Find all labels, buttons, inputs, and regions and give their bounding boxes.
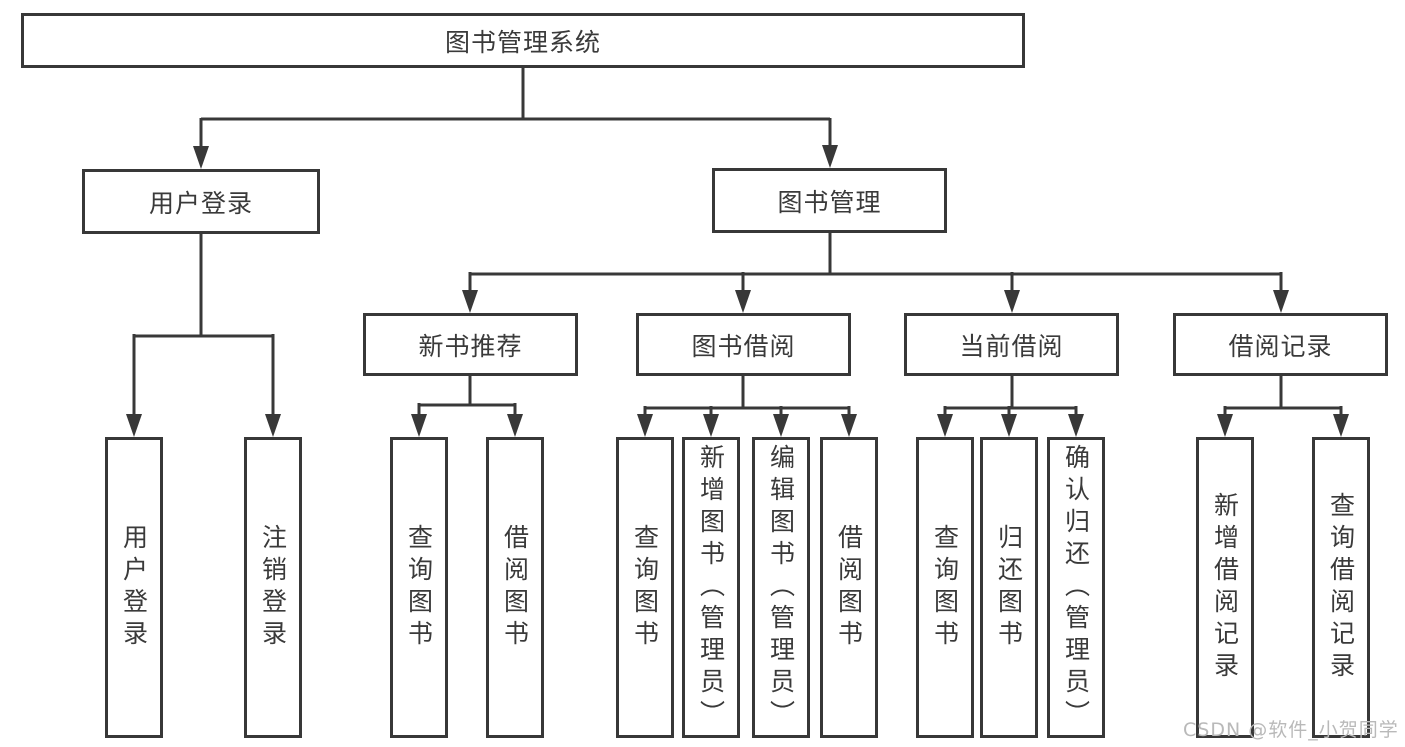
leaf-current-confirm-return-admin: 确认归还（管理员） [1047, 437, 1105, 738]
leaf-current-query-books: 查询图书 [916, 437, 974, 738]
leaf-borrow-add-books-admin: 新增图书（管理员） [682, 437, 740, 738]
leaf-recommend-borrow-books: 借阅图书 [486, 437, 544, 738]
node-user-login: 用户登录 [82, 169, 320, 234]
node-new-book-recommendation: 新书推荐 [363, 313, 578, 376]
leaf-borrow-borrow-books: 借阅图书 [820, 437, 878, 738]
node-book-management: 图书管理 [712, 168, 947, 233]
leaf-records-add-borrow-record: 新增借阅记录 [1196, 437, 1254, 738]
node-book-borrowing: 图书借阅 [636, 313, 851, 376]
leaf-records-query-borrow-record: 查询借阅记录 [1312, 437, 1370, 738]
leaf-borrow-edit-books-admin: 编辑图书（管理员） [752, 437, 810, 738]
leaf-logout: 注销登录 [244, 437, 302, 738]
node-current-borrowing: 当前借阅 [904, 313, 1119, 376]
node-borrowing-records: 借阅记录 [1173, 313, 1388, 376]
watermark-text: CSDN @软件_小贺同学 [1183, 719, 1399, 741]
leaf-user-login: 用户登录 [105, 437, 163, 738]
node-root: 图书管理系统 [21, 13, 1025, 68]
leaf-borrow-query-books: 查询图书 [616, 437, 674, 738]
leaf-recommend-query-books: 查询图书 [390, 437, 448, 738]
leaf-current-return-books: 归还图书 [980, 437, 1038, 738]
